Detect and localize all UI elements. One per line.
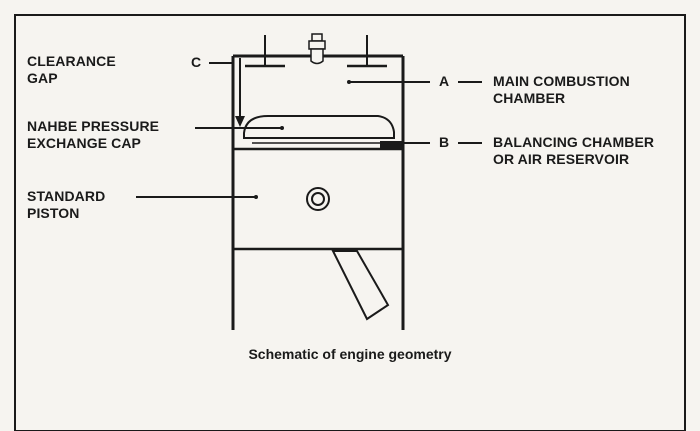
leader-piston-dot [254,195,258,199]
marker-c: C [191,54,202,70]
label-nahbe-cap: NAHBE PRESSURE EXCHANGE CAP [27,118,160,151]
label-clearance-gap: CLEARANCE GAP [27,53,116,86]
label-standard-piston: STANDARD PISTON [27,188,106,221]
leader-a-dot [347,80,351,84]
connecting-rod [331,250,390,321]
clearance-gap-arrowhead [235,116,245,127]
wrist-pin-outer [306,187,330,211]
balancing-chamber-block [380,141,402,149]
spark-plug [308,33,326,65]
leader-nahbe-dot [280,126,284,130]
pressure-exchange-cap [243,115,395,139]
wrist-pin-inner [311,192,325,206]
marker-a: A [439,73,450,89]
label-main-combustion: MAIN COMBUSTION CHAMBER [493,73,630,106]
outer-frame [14,14,686,431]
diagram-caption: Schematic of engine geometry [248,346,452,362]
marker-b: B [439,134,450,150]
label-balancing-chamber: BALANCING CHAMBER OR AIR RESERVOIR [493,134,655,167]
